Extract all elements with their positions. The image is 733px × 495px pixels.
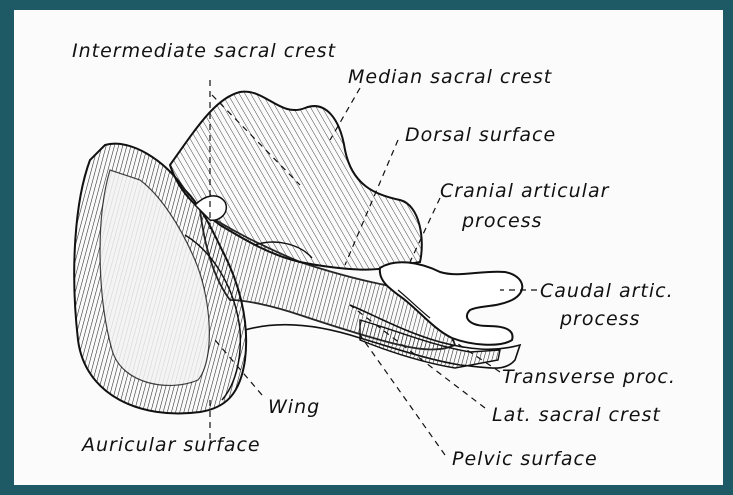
label-median-sacral-crest: Median sacral crest — [348, 66, 552, 88]
label-wing: Wing — [268, 396, 320, 418]
label-pelvic-surface: Pelvic surface — [452, 448, 598, 470]
label-cranial-articular-process: process — [462, 210, 542, 232]
label-caudal-artic: Caudal artic. — [540, 280, 674, 302]
label-caudal-artic-process: process — [560, 308, 640, 330]
label-dorsal-surface: Dorsal surface — [405, 124, 556, 146]
label-transverse-proc: Transverse proc. — [502, 366, 676, 388]
label-lat-sacral-crest: Lat. sacral crest — [492, 404, 661, 426]
label-auricular-surface: Auricular surface — [82, 434, 261, 456]
label-cranial-articular: Cranial articular — [440, 180, 609, 202]
label-intermediate-sacral-crest: Intermediate sacral crest — [72, 40, 336, 62]
